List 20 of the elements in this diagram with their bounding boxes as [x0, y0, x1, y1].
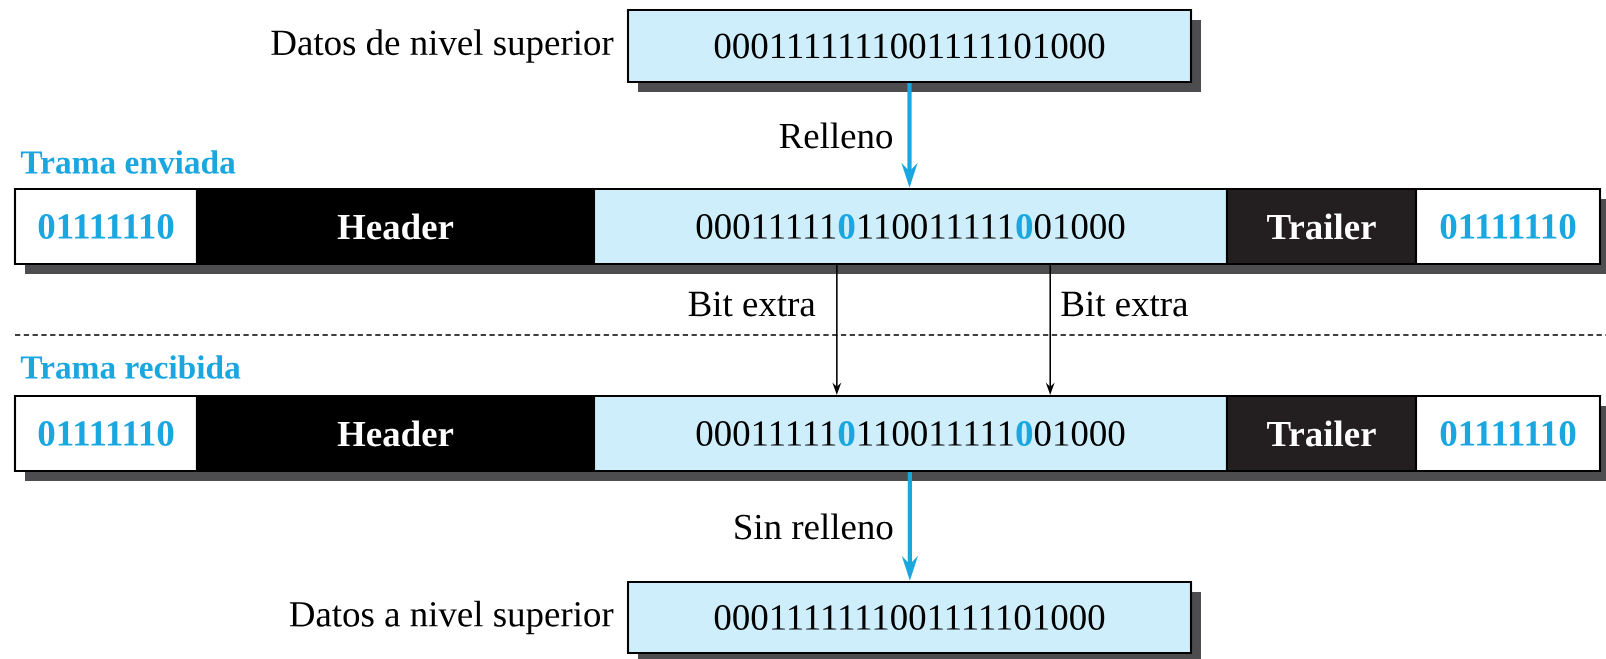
edge-label: Relleno	[776, 120, 896, 151]
flag-box: 01111110	[13, 394, 199, 473]
frame-title: Trama recibida	[20, 355, 241, 379]
data-box: 000111110110011111001000	[592, 187, 1229, 266]
data-box: 0001111111001111101000	[626, 8, 1193, 84]
frame-title: Trama enviada	[20, 150, 236, 174]
flag-box: 01111110	[1414, 394, 1602, 473]
header-box: Header	[195, 187, 596, 266]
header-box: Header	[195, 394, 596, 473]
side-label: Datos de nivel superior	[271, 29, 614, 63]
flag-box: 01111110	[1414, 187, 1602, 266]
side-label: Datos a nivel superior	[289, 600, 614, 635]
trailer-box: Trailer	[1225, 394, 1418, 473]
data-box: 000111110110011111001000	[592, 394, 1229, 473]
edge-label: Bit extra	[685, 289, 818, 319]
flag-box: 01111110	[13, 187, 199, 266]
edge-label: Bit extra	[1058, 289, 1191, 319]
edge-label: Sin relleno	[731, 511, 896, 542]
data-box: 0001111111001111101000	[626, 580, 1193, 655]
trailer-box: Trailer	[1225, 187, 1418, 266]
